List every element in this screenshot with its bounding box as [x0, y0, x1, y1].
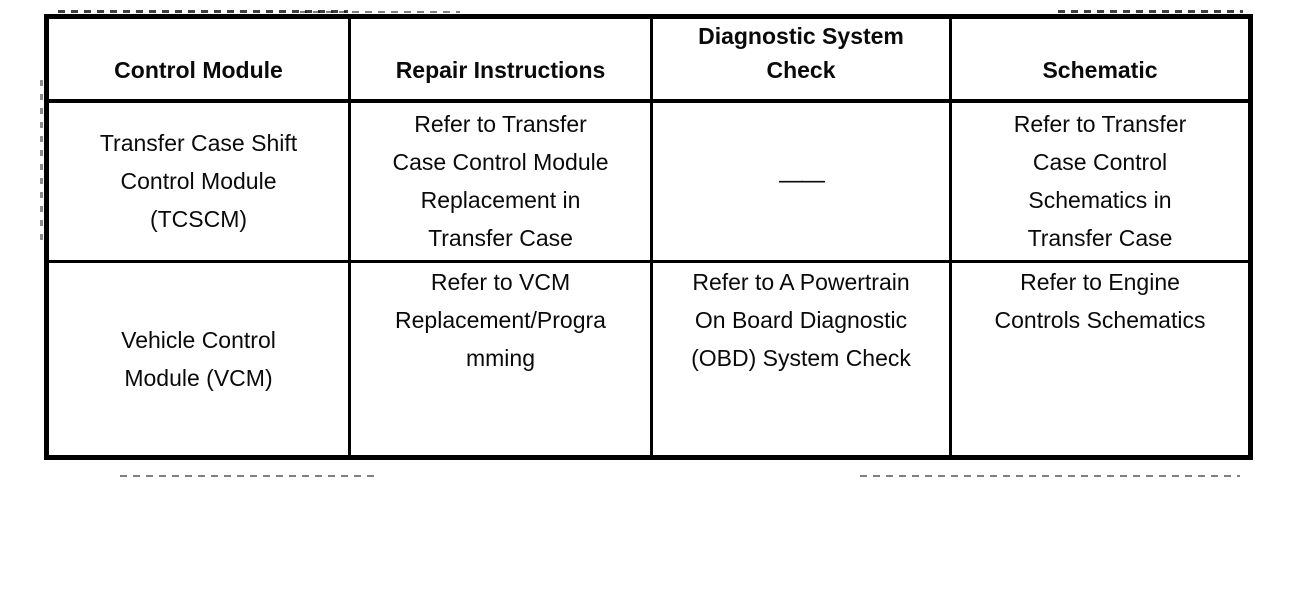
cell-tcscm-schematic: Refer to Transfer Case Control Schematic…: [949, 99, 1252, 263]
scan-artifact: [58, 10, 348, 13]
cell-vcm-schematic: Refer to Engine Controls Schematics: [949, 259, 1252, 459]
control-module-reference-table: Control Module Repair Instructions Diagn…: [44, 14, 1253, 460]
scan-artifact: [1058, 10, 1243, 13]
cell-tcscm-repair-instructions: Refer to Transfer Case Control Module Re…: [348, 99, 653, 263]
header-cell-diagnostic-system-check: Diagnostic System Check: [650, 15, 952, 103]
cell-vcm-control-module: Vehicle Control Module (VCM): [45, 259, 351, 459]
cell-vcm-repair-instructions: Refer to VCM Replacement/Progra mming: [348, 259, 653, 459]
table-header-row: Control Module Repair Instructions Diagn…: [45, 15, 1252, 103]
table-row-tcscm: Transfer Case Shift Control Module (TCSC…: [45, 99, 1252, 263]
scan-artifact: [40, 80, 43, 240]
scan-artifact: [860, 475, 1240, 477]
header-cell-repair-instructions: Repair Instructions: [348, 15, 653, 103]
table-row-vcm: Vehicle Control Module (VCM) Refer to VC…: [45, 259, 1252, 459]
scan-artifact: [120, 475, 380, 477]
cell-vcm-diagnostic-system-check: Refer to A Powertrain On Board Diagnosti…: [650, 259, 952, 459]
cell-tcscm-control-module: Transfer Case Shift Control Module (TCSC…: [45, 99, 351, 263]
scan-artifact: [300, 11, 460, 13]
header-cell-control-module: Control Module: [45, 15, 351, 103]
cell-tcscm-diagnostic-system-check: ——: [650, 99, 952, 263]
header-cell-schematic: Schematic: [949, 15, 1252, 103]
